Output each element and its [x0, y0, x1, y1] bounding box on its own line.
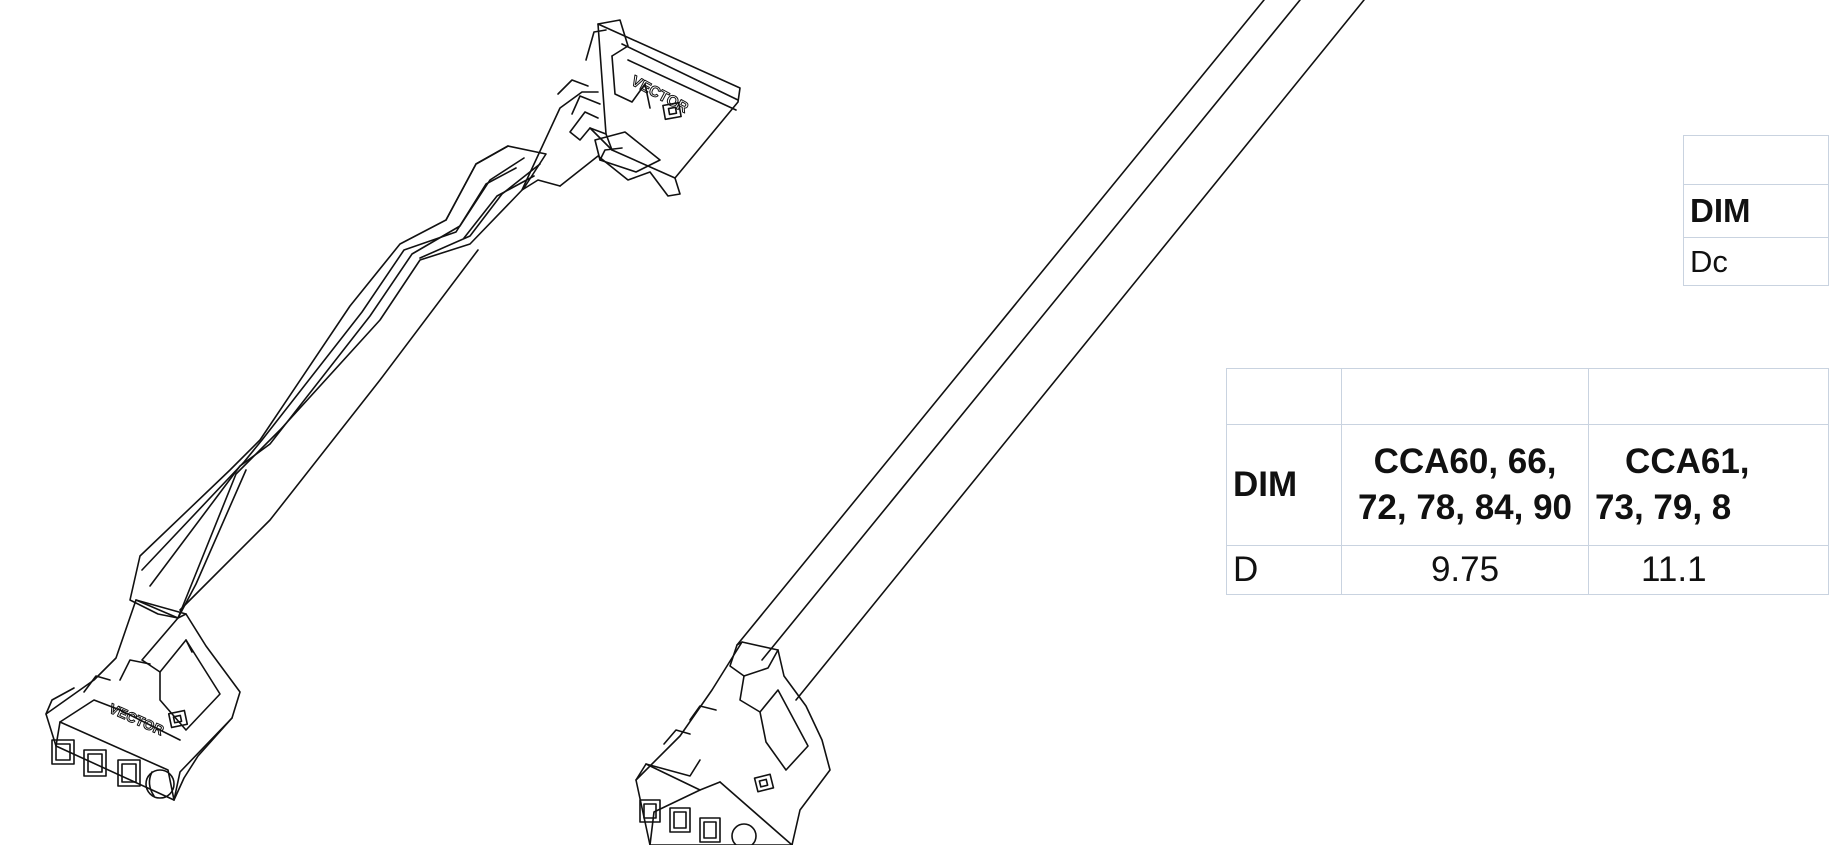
table-row: D 9.75 11.1	[1226, 545, 1829, 595]
table-row: DIM	[1683, 184, 1829, 238]
dimension-table-main: DIM CCA60, 66, 72, 78, 84, 90 CCA61, 73,…	[1226, 368, 1829, 595]
col-header-cca60-line1: CCA60, 66,	[1373, 442, 1557, 481]
col-header-cca60: CCA60, 66, 72, 78, 84, 90	[1340, 424, 1590, 546]
col-header-cca60-line2: 72, 78, 84, 90	[1357, 488, 1573, 527]
cell-d-cca61: 11.1	[1588, 545, 1829, 595]
right-cable-assembly	[635, 0, 1365, 845]
left-cable-assembly: VECTOR	[45, 19, 741, 801]
table-row: DIM CCA60, 66, 72, 78, 84, 90 CCA61, 73,…	[1226, 424, 1829, 546]
vector-logo-bottom-left: VECTOR	[107, 700, 167, 738]
dimension-table-small: DIM Dc	[1683, 135, 1829, 286]
cable-right	[736, 0, 1365, 701]
table-row: Dc	[1683, 237, 1829, 286]
cable-left	[129, 145, 547, 619]
row-label-d: D	[1226, 545, 1342, 595]
dim-header-cell: DIM	[1683, 184, 1829, 238]
col-header-cca61: CCA61, 73, 79, 8	[1588, 424, 1829, 546]
bottom-connector-left: VECTOR	[45, 599, 241, 801]
col-header-cca61-line1: CCA61,	[1625, 442, 1750, 481]
dim-header-cell: DIM	[1226, 424, 1342, 546]
table-row	[1683, 135, 1829, 185]
row-label-dc: Dc	[1683, 237, 1829, 286]
bottom-connector-right	[635, 641, 831, 845]
cell-d-cca60: 9.75	[1340, 545, 1590, 595]
table-row	[1226, 368, 1829, 425]
top-connector-left: VECTOR	[521, 19, 741, 197]
col-header-cca61-line2: 73, 79, 8	[1595, 488, 1732, 527]
